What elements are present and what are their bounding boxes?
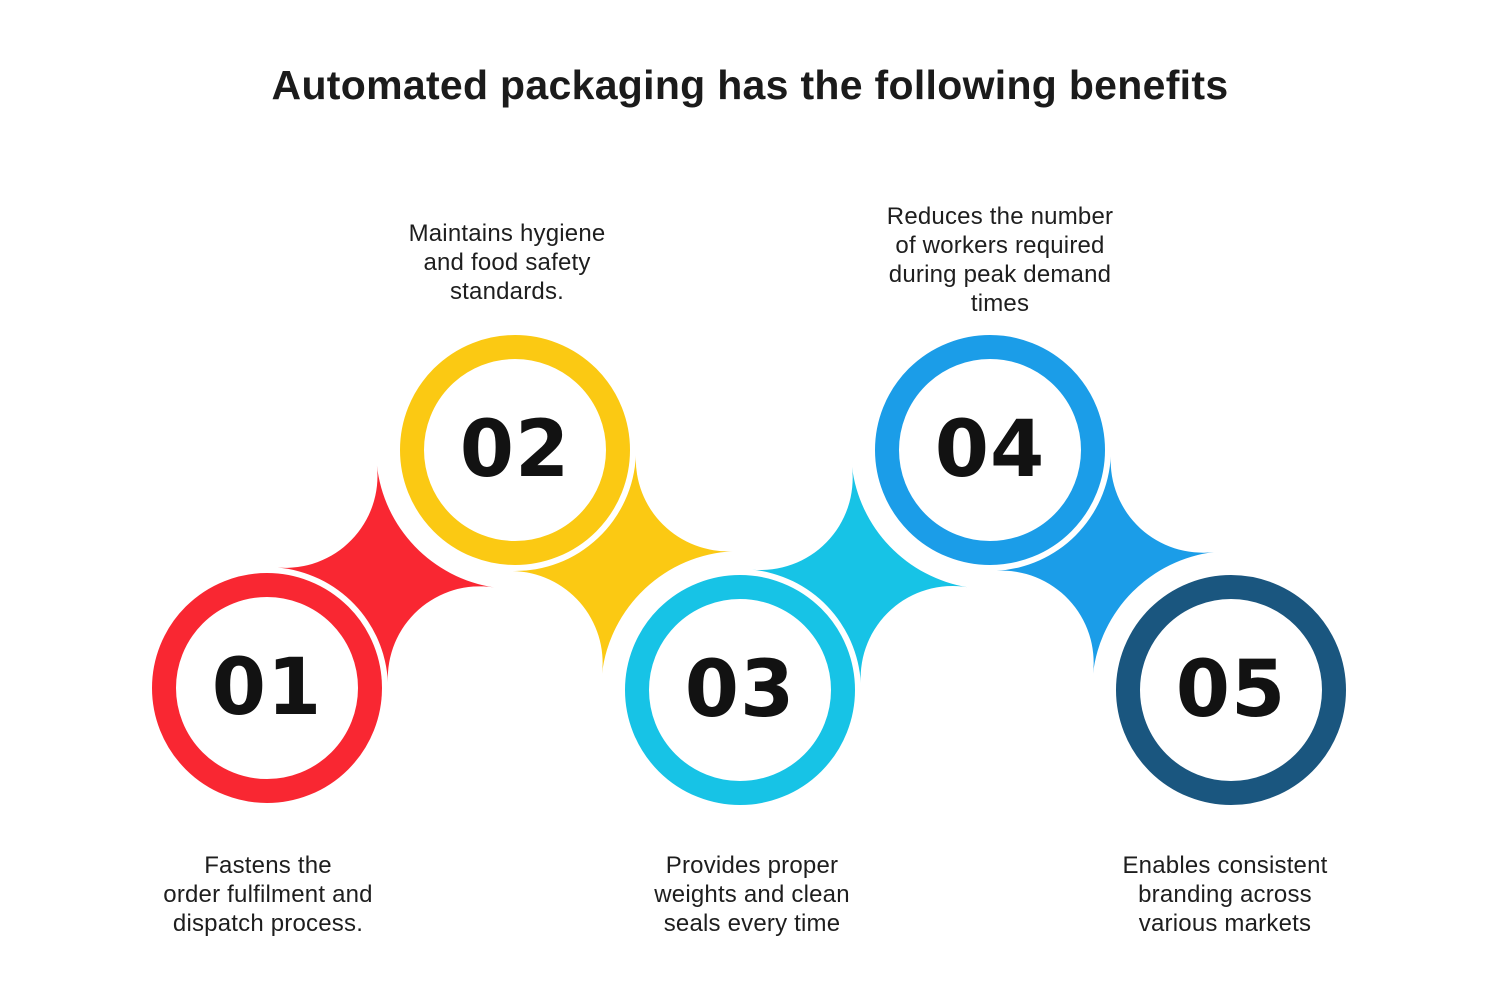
step-circle-04 — [875, 335, 1105, 565]
step-circle-01 — [152, 573, 382, 803]
step-03-number: 03 — [684, 645, 796, 735]
step-circle-03 — [625, 575, 855, 805]
connector-04-to-05 — [996, 456, 1214, 674]
step-circle-02 — [400, 335, 630, 565]
connector-01-to-02 — [277, 465, 494, 683]
step-05-number: 05 — [1175, 645, 1287, 735]
step-01-number: 01 — [211, 643, 323, 733]
connector-03-to-04 — [751, 466, 968, 684]
step-circle-05 — [1116, 575, 1346, 805]
step-05-caption: Enables consistent branding across vario… — [1122, 852, 1328, 937]
step-02-number: 02 — [459, 405, 571, 495]
step-04-number: 04 — [934, 405, 1046, 495]
step-03-caption: Provides proper weights and clean seals … — [654, 852, 850, 937]
connector-02-to-03 — [512, 455, 733, 674]
step-02-caption: Maintains hygiene and food safety standa… — [408, 220, 606, 305]
page-title: Automated packaging has the following be… — [271, 62, 1229, 108]
step-04-caption: Reduces the number of workers required d… — [886, 203, 1114, 317]
step-01-caption: Fastens the order fulfilment and dispatc… — [163, 852, 373, 937]
